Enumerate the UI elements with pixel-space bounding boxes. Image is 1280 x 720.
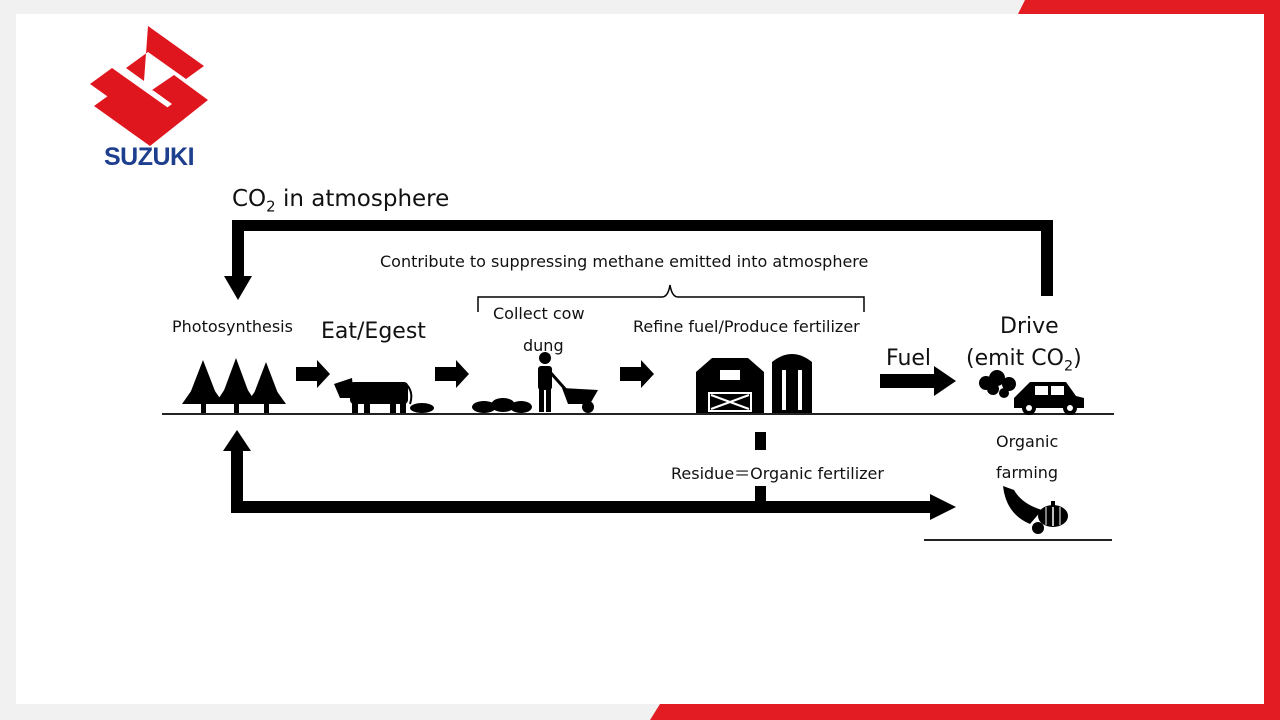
methane-brace [477, 284, 865, 312]
barn-icon [696, 358, 764, 413]
trees-icon [182, 358, 286, 413]
fuel-arrow [880, 366, 956, 396]
drive-label-line2: (emit CO2) [966, 346, 1082, 375]
residue-label: Residue＝Organic fertilizer [671, 464, 884, 483]
arrow-3 [620, 360, 654, 388]
silo-icon [772, 354, 812, 413]
slide [16, 14, 1264, 704]
arrow-2 [435, 360, 469, 388]
refine-label: Refine fuel/Produce fertilizer [633, 317, 860, 336]
drive-label-line1: Drive [1000, 314, 1059, 339]
bottom-accent [650, 704, 1280, 720]
collect-dung-label-line1: Collect cow [493, 304, 585, 323]
cow-icon [334, 378, 434, 413]
arrow-1 [296, 360, 330, 388]
fuel-label: Fuel [886, 346, 932, 371]
logo-wordmark: SUZUKI [103, 143, 195, 171]
organic-farming-label-line1: Organic [996, 432, 1059, 451]
dung-pile-icon [472, 398, 532, 413]
cornucopia-icon [1003, 486, 1068, 534]
car-icon [1014, 382, 1084, 415]
fertilizer-return-arrow [223, 430, 956, 520]
ground-line [162, 413, 1114, 415]
collect-dung-label-line2: dung [523, 336, 564, 355]
methane-label: Contribute to suppressing methane emitte… [380, 252, 869, 271]
suzuki-logo-icon [90, 26, 208, 146]
exhaust-cloud-icon [979, 370, 1016, 398]
eat-egest-label: Eat/Egest [321, 319, 426, 344]
co2-atmosphere-label: CO2 in atmosphere [232, 186, 450, 216]
organic-farming-label-line2: farming [996, 463, 1059, 482]
photosynthesis-label: Photosynthesis [172, 317, 293, 336]
farmer-wheelbarrow-icon [538, 352, 598, 413]
co2-return-arrow [224, 220, 1053, 300]
farm-ground-line [924, 539, 1112, 541]
